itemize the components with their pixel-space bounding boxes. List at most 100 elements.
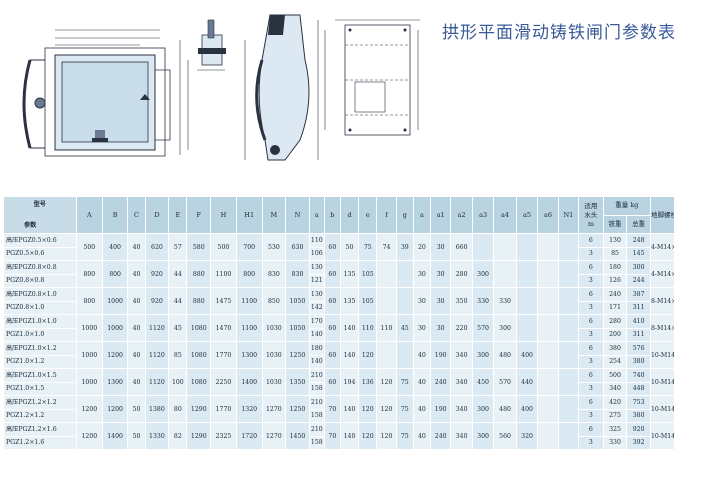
value-cell: 190: [429, 341, 452, 369]
value-cell: [557, 260, 580, 288]
value-cell: 1050: [285, 314, 310, 342]
col-F: F: [186, 196, 212, 234]
value-cell: 110: [308, 233, 325, 248]
value-cell: [557, 368, 580, 396]
iron-weight-cell: 180: [602, 260, 628, 275]
col-g: g: [395, 196, 414, 234]
col-a1: a1: [429, 196, 452, 234]
value-cell: 2325: [210, 422, 237, 450]
value-cell: 140: [308, 354, 325, 369]
total-weight-cell: 380: [626, 354, 651, 369]
value-cell: 630: [285, 233, 310, 261]
value-cell: [471, 233, 495, 261]
col-C: C: [127, 196, 146, 234]
iron-weight-cell: 200: [602, 327, 628, 342]
iron-weight-cell: 130: [602, 233, 628, 248]
total-weight-cell: 740: [626, 368, 651, 383]
value-cell: 300: [471, 395, 495, 423]
value-cell: 170: [308, 314, 325, 329]
value-cell: 158: [308, 435, 325, 450]
bolt-cell: 10-M14×250: [649, 395, 675, 423]
head-water-l2: 水头: [584, 210, 598, 219]
value-cell: 500: [210, 233, 237, 261]
front-view-drawing: [22, 29, 189, 157]
value-cell: 1000: [101, 314, 129, 342]
value-cell: 1120: [144, 314, 170, 342]
model-cell: PGZ0.8×1.0: [3, 300, 77, 315]
gate-drawings: [0, 0, 725, 195]
total-weight-cell: 248: [626, 233, 651, 248]
value-cell: 1080: [186, 314, 212, 342]
model-cell: PGZ1.0×1.2: [3, 354, 77, 369]
value-cell: [395, 260, 414, 288]
value-cell: 44: [168, 260, 188, 288]
value-cell: 800: [235, 260, 263, 288]
bolt-cell: 10-M14×250: [649, 422, 675, 450]
col-b: b: [323, 196, 341, 234]
head-cell: 6: [578, 233, 604, 248]
value-cell: [557, 422, 580, 450]
value-cell: 1400: [101, 422, 129, 450]
value-cell: 140: [308, 327, 325, 342]
value-cell: 120: [376, 395, 397, 423]
value-cell: 30: [412, 287, 432, 315]
value-cell: [376, 341, 397, 369]
model-cell: 高压PGZ1.0×1.5: [3, 368, 77, 383]
value-cell: 75: [358, 233, 378, 261]
value-cell: 75: [395, 395, 414, 423]
value-cell: 30: [412, 314, 432, 342]
value-cell: 300: [493, 314, 517, 342]
head-cell: 6: [578, 422, 604, 437]
head-cell: 3: [578, 246, 604, 261]
value-cell: 880: [186, 287, 212, 315]
bolt-cell: 8-M14×250: [649, 287, 675, 315]
total-weight-cell: 300: [626, 260, 651, 275]
bolt-cell: 8-M14×250: [649, 314, 675, 342]
value-cell: 500: [75, 233, 103, 261]
iron-weight-cell: 500: [602, 368, 628, 383]
value-cell: 280: [450, 260, 473, 288]
value-cell: 135: [339, 260, 360, 288]
value-cell: [537, 395, 559, 423]
value-cell: 1120: [144, 341, 170, 369]
total-weight-cell: 753: [626, 395, 651, 410]
value-cell: [515, 260, 539, 288]
total-weight-cell: 392: [626, 435, 651, 450]
col-E: E: [168, 196, 188, 234]
value-cell: 40: [127, 368, 146, 396]
value-cell: 920: [144, 260, 170, 288]
col-bolt: 地脚螺栓: [649, 196, 675, 234]
value-cell: 80: [168, 395, 188, 423]
value-cell: 320: [515, 422, 539, 450]
value-cell: 1400: [235, 368, 263, 396]
value-cell: 1100: [235, 314, 263, 342]
head-cell: 3: [578, 327, 604, 342]
frame-layout-drawing: [324, 19, 420, 136]
value-cell: 40: [127, 314, 146, 342]
value-cell: 300: [471, 422, 495, 450]
value-cell: 1330: [144, 422, 170, 450]
value-cell: 800: [75, 260, 103, 288]
model-cell: 高压PGZ1.2×1.2: [3, 395, 77, 410]
value-cell: 130: [308, 260, 325, 275]
value-cell: [557, 287, 580, 315]
col-H: H: [210, 196, 237, 234]
value-cell: 82: [168, 422, 188, 450]
value-cell: 1300: [235, 341, 263, 369]
bolt-cell: 10-M14×250: [649, 341, 675, 369]
value-cell: 120: [358, 395, 378, 423]
value-cell: 1100: [210, 260, 237, 288]
value-cell: 1380: [144, 395, 170, 423]
value-cell: 340: [450, 395, 473, 423]
value-cell: 40: [127, 341, 146, 369]
value-cell: 300: [471, 341, 495, 369]
iron-weight-cell: 420: [602, 395, 628, 410]
value-cell: 44: [168, 287, 188, 315]
value-cell: 120: [376, 422, 397, 450]
model-cell: PGZ0.5×0.6: [3, 246, 77, 261]
value-cell: 106: [308, 246, 325, 261]
value-cell: 1200: [75, 422, 103, 450]
